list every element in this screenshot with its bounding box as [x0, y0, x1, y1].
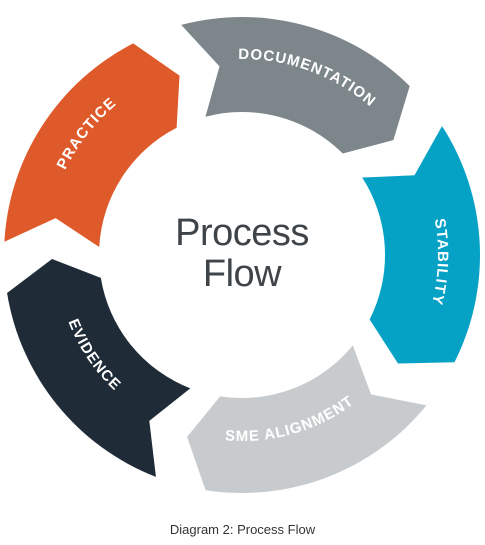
cycle-segment-5 — [4, 43, 180, 248]
cycle-segment-3 — [187, 345, 427, 494]
cycle-segment-1 — [181, 17, 410, 154]
cycle-segment-4 — [7, 258, 191, 477]
center-title-line-2: Flow — [203, 253, 282, 295]
center-title-line-1: Process — [175, 212, 309, 254]
cycle-segments — [4, 17, 481, 494]
cycle-segment-2 — [362, 126, 481, 364]
diagram-caption: Diagram 2: Process Flow — [169, 522, 316, 537]
